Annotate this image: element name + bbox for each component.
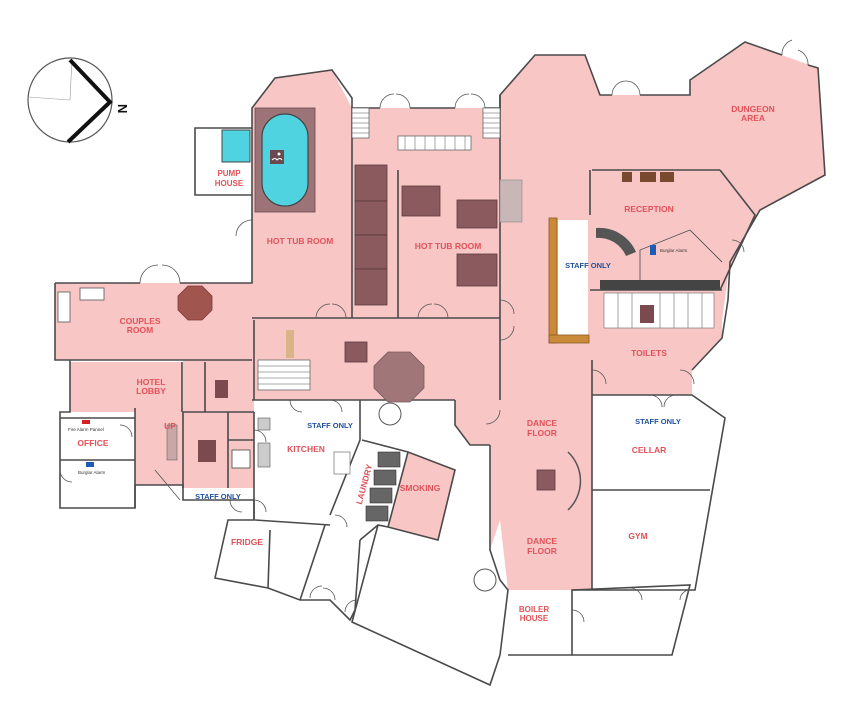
lobby-toilet-area bbox=[183, 360, 254, 488]
label-reception: RECEPTION bbox=[624, 204, 674, 214]
label-hotel-lobby-2: LOBBY bbox=[136, 386, 166, 396]
kitchen-appliance-2 bbox=[257, 442, 271, 468]
corridor-bench bbox=[286, 330, 294, 358]
corridor-toilets-area bbox=[592, 370, 692, 395]
bed-3 bbox=[354, 234, 388, 270]
compass: N bbox=[27, 57, 130, 144]
bar-counter bbox=[548, 217, 558, 344]
label-smoking: SMOKING bbox=[400, 483, 441, 493]
counter-dance bbox=[499, 179, 523, 223]
label-hotel-lobby: HOTEL bbox=[137, 377, 166, 387]
compass-north-label: N bbox=[115, 104, 130, 113]
label-fridge: FRIDGE bbox=[231, 537, 263, 547]
label-dungeon-area-2: AREA bbox=[741, 113, 765, 123]
hot-tub-pool bbox=[261, 113, 309, 207]
label-staff-only-kitchen: STAFF ONLY bbox=[307, 421, 353, 430]
octagon-table-corridor bbox=[373, 351, 425, 403]
label-up: UP bbox=[164, 421, 176, 431]
label-pump-house-2: HOUSE bbox=[215, 179, 244, 188]
bed-7 bbox=[456, 253, 498, 287]
sofa-couples bbox=[79, 287, 105, 301]
label-staff-only-bar: STAFF ONLY bbox=[565, 261, 611, 270]
bed-5 bbox=[401, 185, 441, 217]
lobby-toilet-icon bbox=[215, 380, 228, 398]
table-square-2 bbox=[536, 469, 556, 491]
toilet-sinks bbox=[600, 280, 720, 290]
label-hot-tub-room-1: HOT TUB ROOM bbox=[267, 236, 334, 246]
toilet-cubicles bbox=[603, 292, 715, 329]
label-dance-floor-2b: FLOOR bbox=[527, 546, 557, 556]
label-staff-only-cellar: STAFF ONLY bbox=[635, 417, 681, 426]
corridor-extension-area bbox=[455, 395, 500, 445]
dance-floor-stage bbox=[567, 451, 582, 511]
bed-4 bbox=[354, 268, 388, 306]
sofa-couples-2 bbox=[57, 291, 71, 323]
central-corridor-area bbox=[252, 318, 500, 400]
label-gym: GYM bbox=[628, 531, 647, 541]
toilet-sign-icon bbox=[640, 305, 654, 323]
table-square-1 bbox=[344, 341, 368, 363]
doors bbox=[59, 39, 809, 623]
accessible-toilet-icon bbox=[231, 449, 251, 469]
burglar-alarm-icon bbox=[86, 462, 94, 467]
label-dance-floor-1b: FLOOR bbox=[527, 428, 557, 438]
label-burglar-alarm-reception: Burglar Alarm bbox=[660, 248, 688, 253]
burglar-alarm-reception-icon bbox=[650, 245, 656, 255]
stair-blocks bbox=[351, 107, 501, 151]
lobby-stairs bbox=[257, 359, 311, 391]
label-office: OFFICE bbox=[77, 438, 108, 448]
bed-2 bbox=[354, 200, 388, 236]
label-dungeon-area: DUNGEON bbox=[731, 104, 774, 114]
bar-counter-bottom bbox=[548, 334, 590, 344]
label-fire-alarm-panel: Fire Alarm Pannel bbox=[68, 427, 104, 432]
furniture bbox=[57, 164, 720, 592]
bed-6 bbox=[456, 199, 498, 229]
smoking-area bbox=[388, 452, 455, 540]
label-burglar-alarm-office: Burglar Alarm bbox=[78, 470, 106, 475]
label-boiler-house-2: HOUSE bbox=[520, 614, 549, 623]
label-dance-floor-1: DANCE bbox=[527, 418, 558, 428]
staff-labels: STAFF ONLY STAFF ONLY STAFF ONLY STAFF O… bbox=[195, 261, 681, 501]
label-pump-house: PUMP bbox=[217, 169, 241, 178]
octagon-table-couples bbox=[177, 285, 213, 321]
label-couples-room-2: ROOM bbox=[127, 325, 153, 335]
label-dance-floor-2: DANCE bbox=[527, 536, 558, 546]
fire-alarm-icon bbox=[82, 420, 90, 424]
pump-house-pool bbox=[221, 129, 251, 163]
bed-1 bbox=[354, 164, 388, 202]
hotel-lobby-area bbox=[70, 362, 182, 412]
spiral-stair-2 bbox=[473, 568, 497, 592]
bar-area bbox=[558, 220, 588, 338]
label-boiler-house: BOILER bbox=[519, 605, 549, 614]
reception-chair-3 bbox=[660, 172, 674, 182]
label-couples-room: COUPLES bbox=[119, 316, 160, 326]
swimming-icon bbox=[270, 150, 284, 164]
label-cellar: CELLAR bbox=[632, 445, 666, 455]
reception-chair-1 bbox=[622, 172, 632, 182]
label-hot-tub-room-2: HOT TUB ROOM bbox=[415, 241, 482, 251]
kitchen-stove bbox=[333, 451, 351, 475]
label-toilets: TOILETS bbox=[631, 348, 667, 358]
label-kitchen: KITCHEN bbox=[287, 444, 325, 454]
north-arrow-icon bbox=[66, 58, 113, 144]
reception-area bbox=[590, 170, 755, 290]
label-staff-only-lobby: STAFF ONLY bbox=[195, 492, 241, 501]
reception-desk bbox=[596, 227, 636, 256]
lower-toilet-icon bbox=[198, 440, 216, 462]
stairs-up bbox=[166, 424, 178, 461]
kitchen-appliance bbox=[257, 417, 271, 431]
reception-chair-2 bbox=[640, 172, 656, 182]
spiral-stair-1 bbox=[378, 402, 402, 426]
